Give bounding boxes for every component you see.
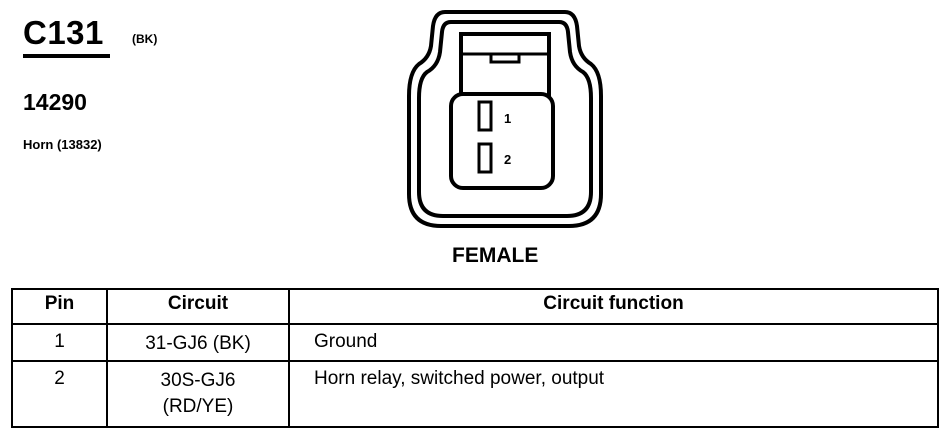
table-row: 1 31-GJ6 (BK) Ground <box>11 323 939 362</box>
cell-pin: 1 <box>11 323 108 362</box>
connector-color: (BK) <box>132 32 158 46</box>
header-function: Circuit function <box>288 288 939 325</box>
pin-label-2: 2 <box>504 152 511 167</box>
circuit-line: 31-GJ6 (BK) <box>145 333 251 354</box>
header-circuit: Circuit <box>106 288 290 325</box>
connector-face-diagram: 1 2 <box>407 10 603 228</box>
connector-id-underline <box>23 54 110 58</box>
connector-housing-inner <box>417 20 593 218</box>
cell-circuit: 30S-GJ6 (RD/YE) <box>106 360 290 428</box>
pin-label-1: 1 <box>504 111 511 126</box>
circuit-line: (RD/YE) <box>162 396 234 417</box>
pin-table-header: Pin Circuit Circuit function <box>11 288 939 325</box>
cell-function: Horn relay, switched power, output <box>288 360 939 428</box>
header-pin: Pin <box>11 288 108 325</box>
pin-face <box>449 92 555 190</box>
locking-tab <box>459 32 551 100</box>
connector-housing-outer <box>407 10 603 228</box>
pin-cavity-1 <box>477 100 493 132</box>
locking-tab-notch <box>489 54 521 64</box>
pin-cavity-2 <box>477 142 493 174</box>
cell-pin: 2 <box>11 360 108 428</box>
connector-description: Horn (13832) <box>23 137 102 152</box>
circuit-line: 30S-GJ6 <box>160 370 236 391</box>
connector-id: C131 <box>23 14 104 51</box>
pin-table: Pin Circuit Circuit function 1 31-GJ6 (B… <box>11 288 939 428</box>
connector-gender: FEMALE <box>452 244 539 267</box>
table-row: 2 30S-GJ6 (RD/YE) Horn relay, switched p… <box>11 360 939 428</box>
part-number: 14290 <box>23 89 87 115</box>
cell-function: Ground <box>288 323 939 362</box>
cell-circuit: 31-GJ6 (BK) <box>106 323 290 362</box>
